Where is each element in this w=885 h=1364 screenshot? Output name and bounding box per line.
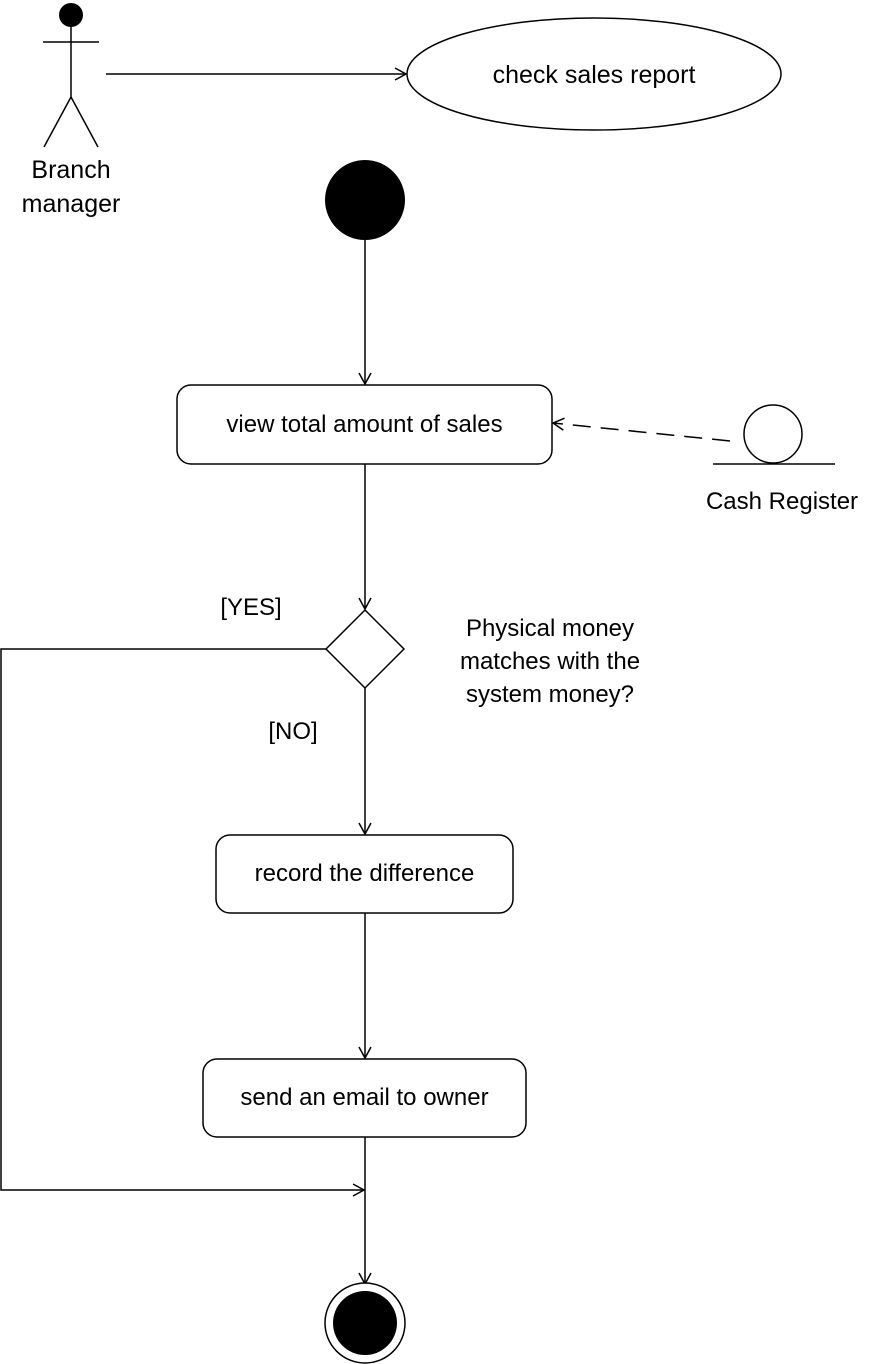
cash-register-label: Cash Register xyxy=(706,488,858,515)
yes-guard-label: [YES] xyxy=(220,594,281,621)
actor-label-line1: Branch xyxy=(31,156,110,184)
use-case-check-sales-report: check sales report xyxy=(406,17,782,131)
cash-register-entity: Cash Register xyxy=(706,404,858,515)
activity-record-difference-label: record the difference xyxy=(255,860,475,887)
no-guard-label: [NO] xyxy=(268,718,317,745)
use-case-label: check sales report xyxy=(493,61,696,89)
initial-node xyxy=(325,160,405,240)
actor-label-line2: manager xyxy=(22,190,121,218)
activity-send-email-label: send an email to owner xyxy=(240,1084,488,1111)
decision-question-line1: Physical money xyxy=(466,615,634,642)
activity-view-total-label: view total amount of sales xyxy=(226,411,502,438)
actor-head-icon xyxy=(59,3,83,27)
activity-send-email: send an email to owner xyxy=(202,1058,527,1138)
decision-question-line2: matches with the xyxy=(460,648,640,675)
entity-icon xyxy=(743,404,803,464)
branch-manager-actor: Branch manager xyxy=(22,3,121,218)
activity-record-difference: record the difference xyxy=(215,834,514,914)
activity-view-total-sales: view total amount of sales xyxy=(176,384,553,465)
entity-to-view-dashed-arrow xyxy=(551,417,731,442)
flow-yes-branch xyxy=(0,648,366,1197)
decision-question-line3: system money? xyxy=(466,681,634,708)
decision-node xyxy=(324,608,406,690)
final-node xyxy=(324,1282,406,1364)
